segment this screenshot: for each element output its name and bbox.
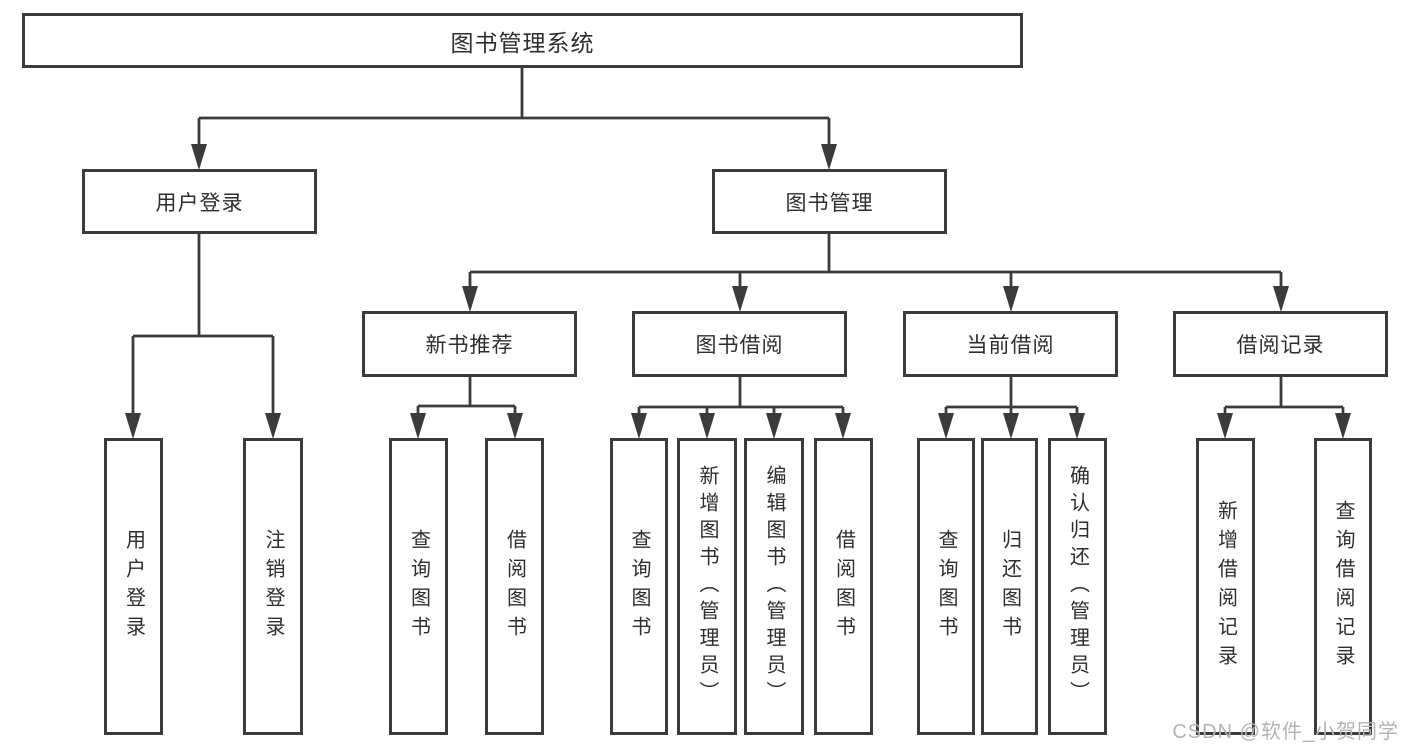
- node-new-book-recommend: 新书推荐: [362, 311, 577, 377]
- leaf-borrow-borrow-books: 借阅图书: [814, 438, 873, 735]
- node-borrowing-records: 借阅记录: [1173, 311, 1388, 377]
- leaf-records-add-record: 新增借阅记录: [1196, 438, 1255, 735]
- leaf-records-query-record: 查询借阅记录: [1314, 438, 1372, 735]
- leaf-recommend-query-books: 查询图书: [389, 438, 448, 735]
- watermark: CSDN @软件_小贺同学: [1172, 721, 1399, 743]
- leaf-recommend-borrow-books: 借阅图书: [485, 438, 544, 735]
- node-current-borrowing: 当前借阅: [903, 311, 1118, 377]
- leaf-current-confirm-return-admin: 确认归还（管理员）: [1048, 438, 1107, 735]
- node-book-management: 图书管理: [712, 169, 947, 234]
- leaf-borrow-query-books: 查询图书: [610, 438, 668, 735]
- node-root-system: 图书管理系统: [22, 13, 1023, 68]
- leaf-user-login: 用户登录: [104, 438, 163, 735]
- leaf-current-query-books: 查询图书: [917, 438, 975, 735]
- leaf-borrow-add-books-admin: 新增图书（管理员）: [677, 438, 737, 735]
- node-user-login: 用户登录: [82, 169, 317, 234]
- leaf-current-return-books: 归还图书: [981, 438, 1038, 735]
- node-book-borrowing: 图书借阅: [632, 311, 847, 377]
- leaf-logout: 注销登录: [243, 438, 303, 735]
- leaf-borrow-edit-books-admin: 编辑图书（管理员）: [744, 438, 804, 735]
